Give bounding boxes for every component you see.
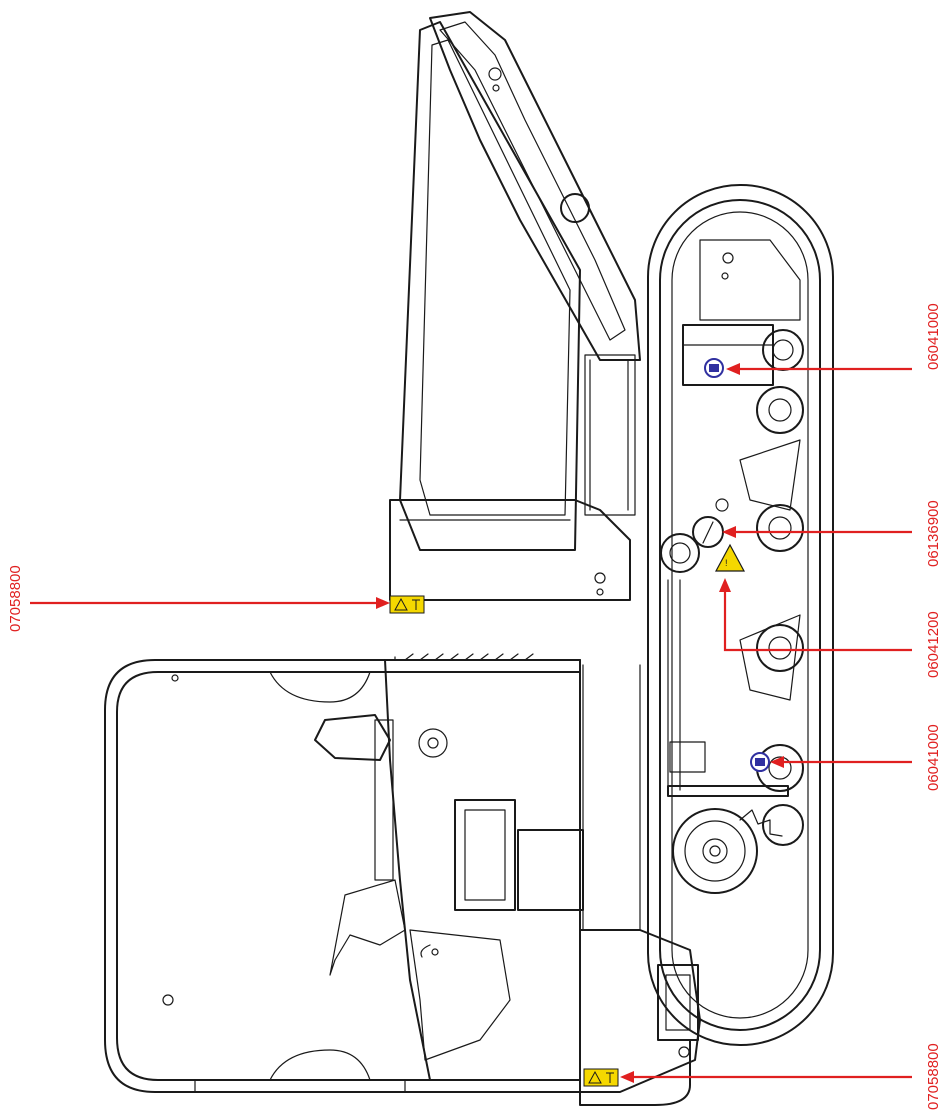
blue-label-lower — [750, 752, 770, 772]
warning-label-left — [389, 595, 425, 614]
callout-label-right-4: 06041000 — [925, 724, 942, 791]
callout-arrow-right-5 — [620, 1071, 912, 1083]
callout-arrow-right-1 — [726, 363, 912, 375]
operator-station — [314, 653, 641, 1081]
warning-label-bottom — [583, 1068, 619, 1087]
warning-mark: ! — [725, 558, 728, 568]
callout-label-left: 07058800 — [7, 565, 24, 632]
warning-triangle-label: ! — [714, 543, 746, 572]
roll-cage — [104, 659, 581, 1093]
track-assembly — [647, 184, 834, 1046]
callout-arrow-right-4 — [770, 756, 912, 768]
callout-label-right-5: 07058800 — [925, 1043, 942, 1110]
callout-label-right-1: 06041000 — [925, 303, 942, 370]
chassis-right — [579, 929, 701, 1106]
callout-arrow-right-2 — [722, 526, 912, 538]
callout-arrow-right-3 — [719, 578, 912, 652]
callout-label-right-2: 06136900 — [925, 500, 942, 567]
upper-boom — [429, 11, 641, 361]
callout-label-right-3: 06041200 — [925, 611, 942, 678]
blue-label-upper — [704, 358, 724, 378]
side-panel — [389, 21, 636, 601]
callout-arrow-left — [30, 597, 390, 609]
